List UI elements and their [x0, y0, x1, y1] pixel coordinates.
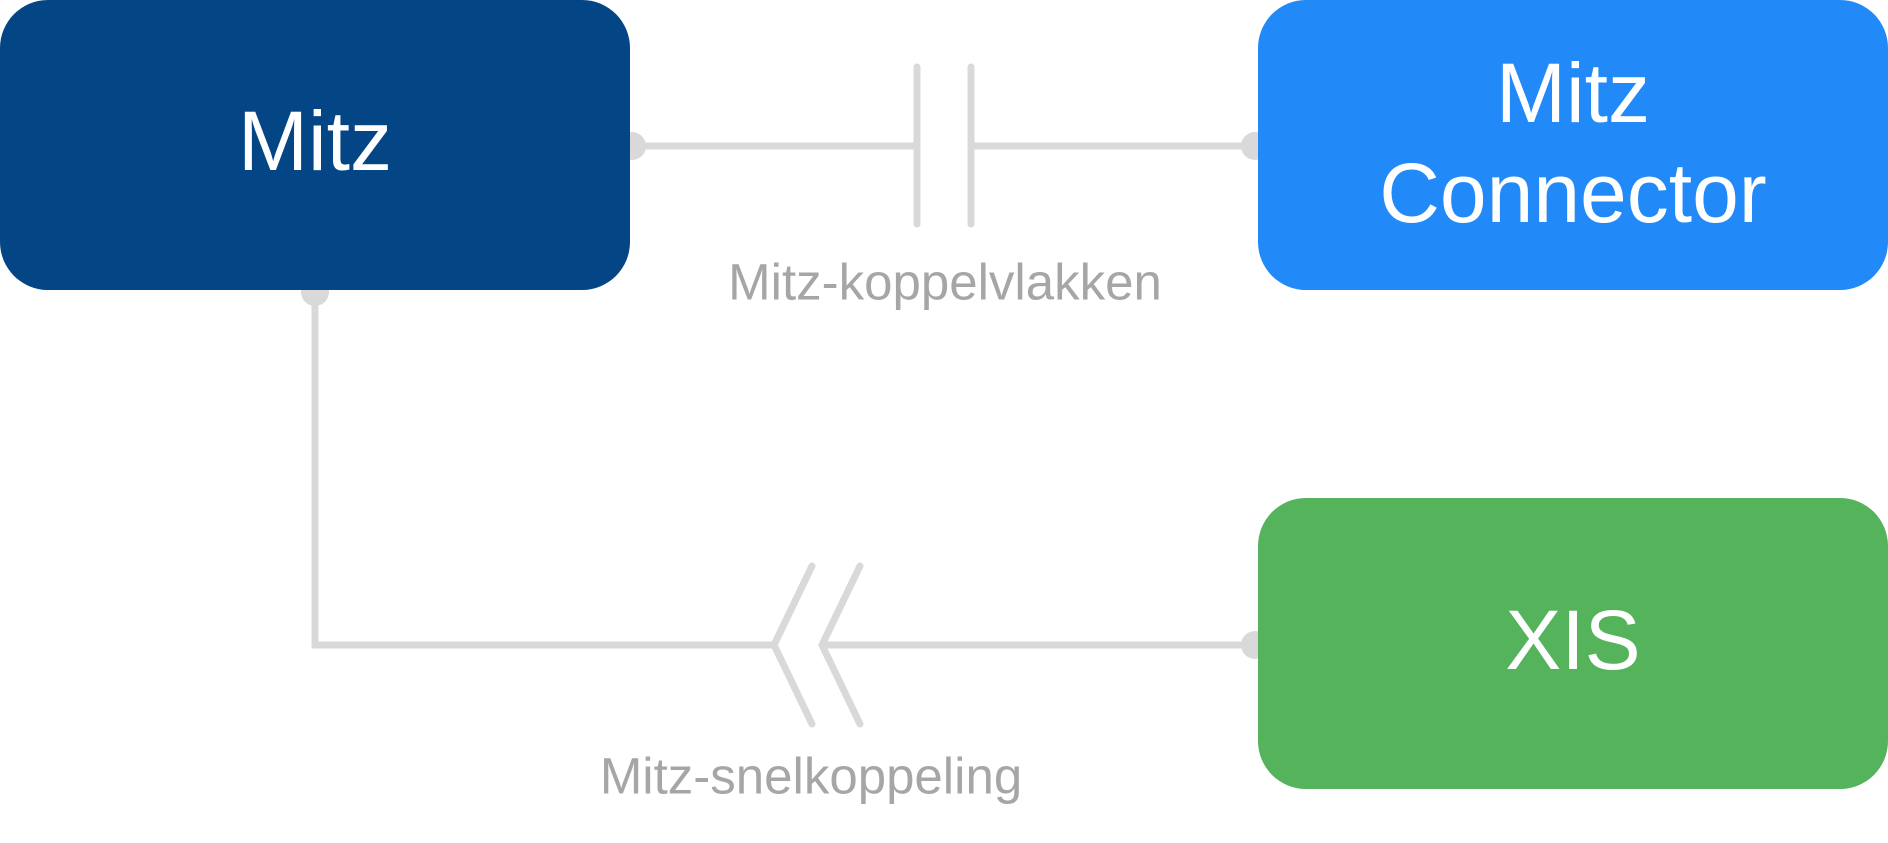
connector-line-snelkoppeling — [311, 292, 774, 649]
node-connector-box — [1258, 0, 1888, 290]
chevron-right-icon — [818, 562, 864, 728]
node-connector-label-line2: Connector — [1379, 146, 1767, 240]
node-mitz-box — [0, 0, 630, 290]
edge-koppelvlakken: Mitz-koppelvlakken — [618, 63, 1269, 310]
node-mitz[interactable]: Mitz — [0, 0, 630, 290]
node-xis-label: XIS — [1505, 593, 1640, 687]
edge-snelkoppeling: Mitz-snelkoppeling — [301, 278, 1269, 804]
chevron-left-icon — [770, 562, 816, 728]
node-xis-box — [1258, 498, 1888, 789]
node-xis[interactable]: XIS — [1258, 498, 1888, 789]
edge-label-koppelvlakken: Mitz-koppelvlakken — [728, 253, 1162, 310]
node-mitz-connector[interactable]: Mitz Connector — [1258, 0, 1888, 290]
node-mitz-label: Mitz — [238, 94, 392, 188]
node-connector-label-line1: Mitz — [1496, 46, 1650, 140]
edge-label-snelkoppeling: Mitz-snelkoppeling — [600, 747, 1022, 804]
